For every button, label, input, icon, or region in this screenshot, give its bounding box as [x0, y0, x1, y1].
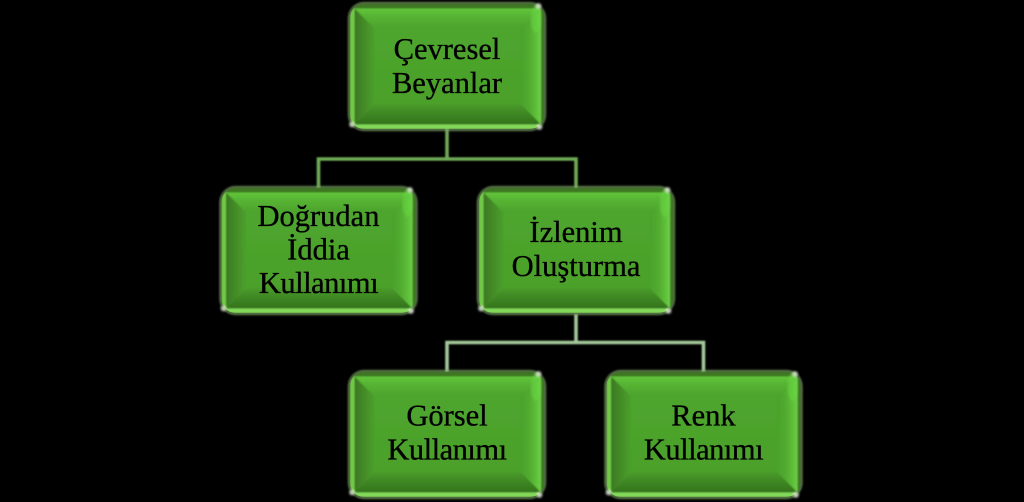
svg-text:Beyanlar: Beyanlar: [392, 66, 502, 100]
svg-text:Kullanımı: Kullanımı: [259, 266, 378, 300]
svg-text:Çevresel: Çevresel: [394, 32, 501, 66]
svg-text:Doğrudan: Doğrudan: [258, 199, 380, 233]
svg-text:Oluşturma: Oluşturma: [512, 249, 641, 283]
svg-text:İzlenim: İzlenim: [529, 215, 622, 249]
svg-text:Görsel: Görsel: [406, 399, 487, 433]
svg-text:Kullanımı: Kullanımı: [387, 432, 506, 466]
svg-text:Renk: Renk: [671, 399, 736, 433]
svg-text:Kullanımı: Kullanımı: [644, 432, 763, 466]
svg-text:İddia: İddia: [287, 232, 350, 266]
